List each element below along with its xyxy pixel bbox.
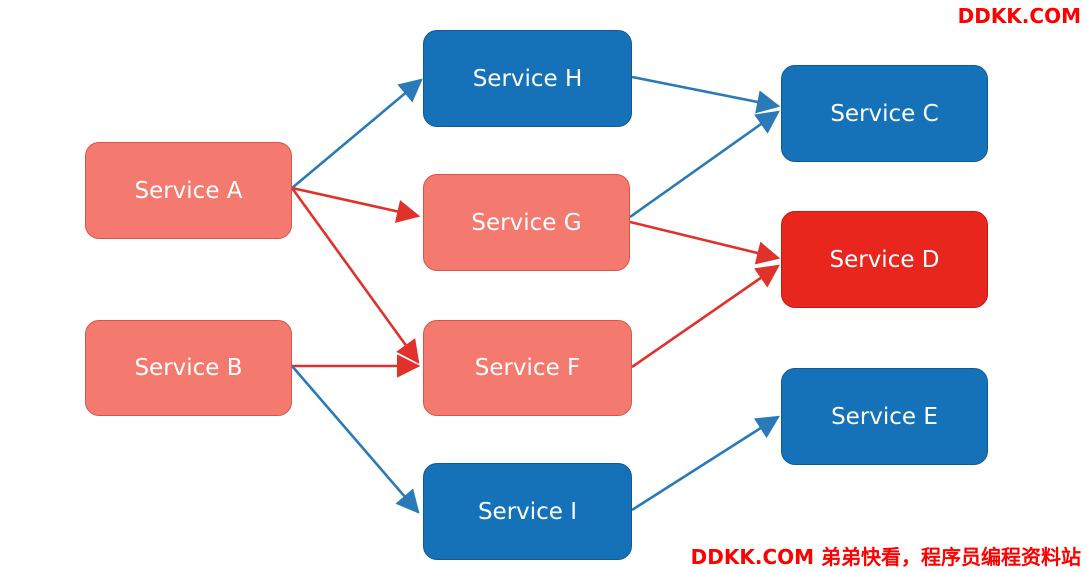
edge-f-to-d [631, 264, 780, 369]
node-service-a: Service A [85, 142, 292, 239]
node-service-e: Service E [781, 368, 988, 465]
edge-h-to-c [631, 75, 781, 114]
edge-b-to-i [291, 365, 420, 514]
node-label: Service D [829, 246, 940, 273]
edge-i-to-e [631, 415, 780, 512]
edge-a-to-g [291, 186, 421, 223]
node-label: Service B [134, 355, 243, 381]
node-label: Service F [474, 355, 581, 381]
node-service-b: Service B [85, 320, 292, 416]
watermark-top: DDKK.COM [957, 4, 1081, 28]
edge-g-to-c [629, 110, 780, 219]
node-service-i: Service I [423, 463, 632, 560]
node-service-f: Service F [423, 320, 632, 416]
node-service-g: Service G [423, 174, 630, 271]
watermark-bottom: DDKK.COM 弟弟快看，程序员编程资料站 [690, 545, 1081, 569]
node-label: Service E [831, 403, 938, 430]
node-label: Service A [134, 177, 243, 204]
edge-a-to-f [290, 187, 420, 364]
node-label: Service I [477, 498, 578, 525]
node-service-h: Service H [423, 30, 632, 127]
edge-g-to-d [629, 220, 781, 265]
node-service-c: Service C [781, 65, 988, 162]
node-service-d: Service D [781, 211, 988, 308]
node-label: Service C [830, 100, 939, 127]
node-label: Service G [471, 209, 582, 236]
edge-a-to-h [291, 78, 423, 189]
node-label: Service H [472, 65, 583, 92]
